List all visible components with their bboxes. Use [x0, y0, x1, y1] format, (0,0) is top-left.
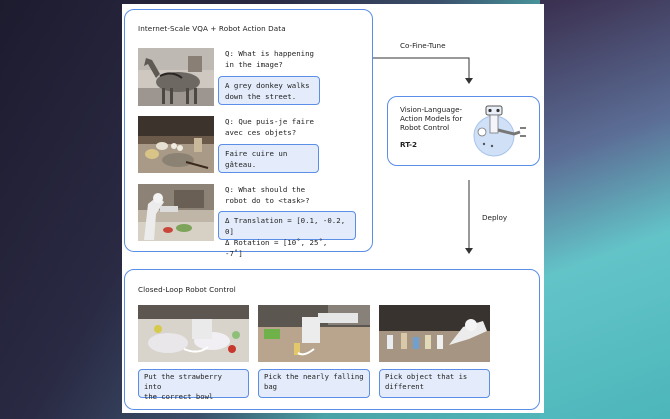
different-object-photo: [379, 305, 490, 362]
task-caption-1: Put the strawberry into the correct bowl: [138, 369, 249, 398]
task-caption-3-line-2: different: [385, 382, 484, 392]
closed-loop-title: Closed-Loop Robot Control: [138, 285, 236, 294]
strawberry-bowl-photo: [138, 305, 249, 362]
deploy-label: Deploy: [482, 213, 507, 222]
task-caption-2-line-1: Pick the nearly falling: [264, 372, 364, 382]
cofinetune-label: Co-Fine-Tune: [400, 41, 446, 50]
task-caption-2-line-2: bag: [264, 382, 364, 392]
vla-title-line-2: Action Models for: [400, 114, 462, 123]
task-caption-1-line-1: Put the strawberry into: [144, 372, 243, 392]
task-caption-3-line-1: Pick object that is: [385, 372, 484, 382]
vla-title-line-1: Vision-Language-: [400, 105, 462, 114]
task-caption-1-line-2: the correct bowl: [144, 392, 243, 402]
vla-model-name: RT-2: [400, 140, 417, 149]
task-caption-2: Pick the nearly falling bag: [258, 369, 370, 398]
task-caption-3: Pick object that is different: [379, 369, 490, 398]
falling-bag-photo: [258, 305, 370, 362]
vla-title-line-3: Robot Control: [400, 123, 449, 132]
cofinetune-arrow: [373, 58, 469, 80]
robot-icon: [468, 104, 534, 160]
